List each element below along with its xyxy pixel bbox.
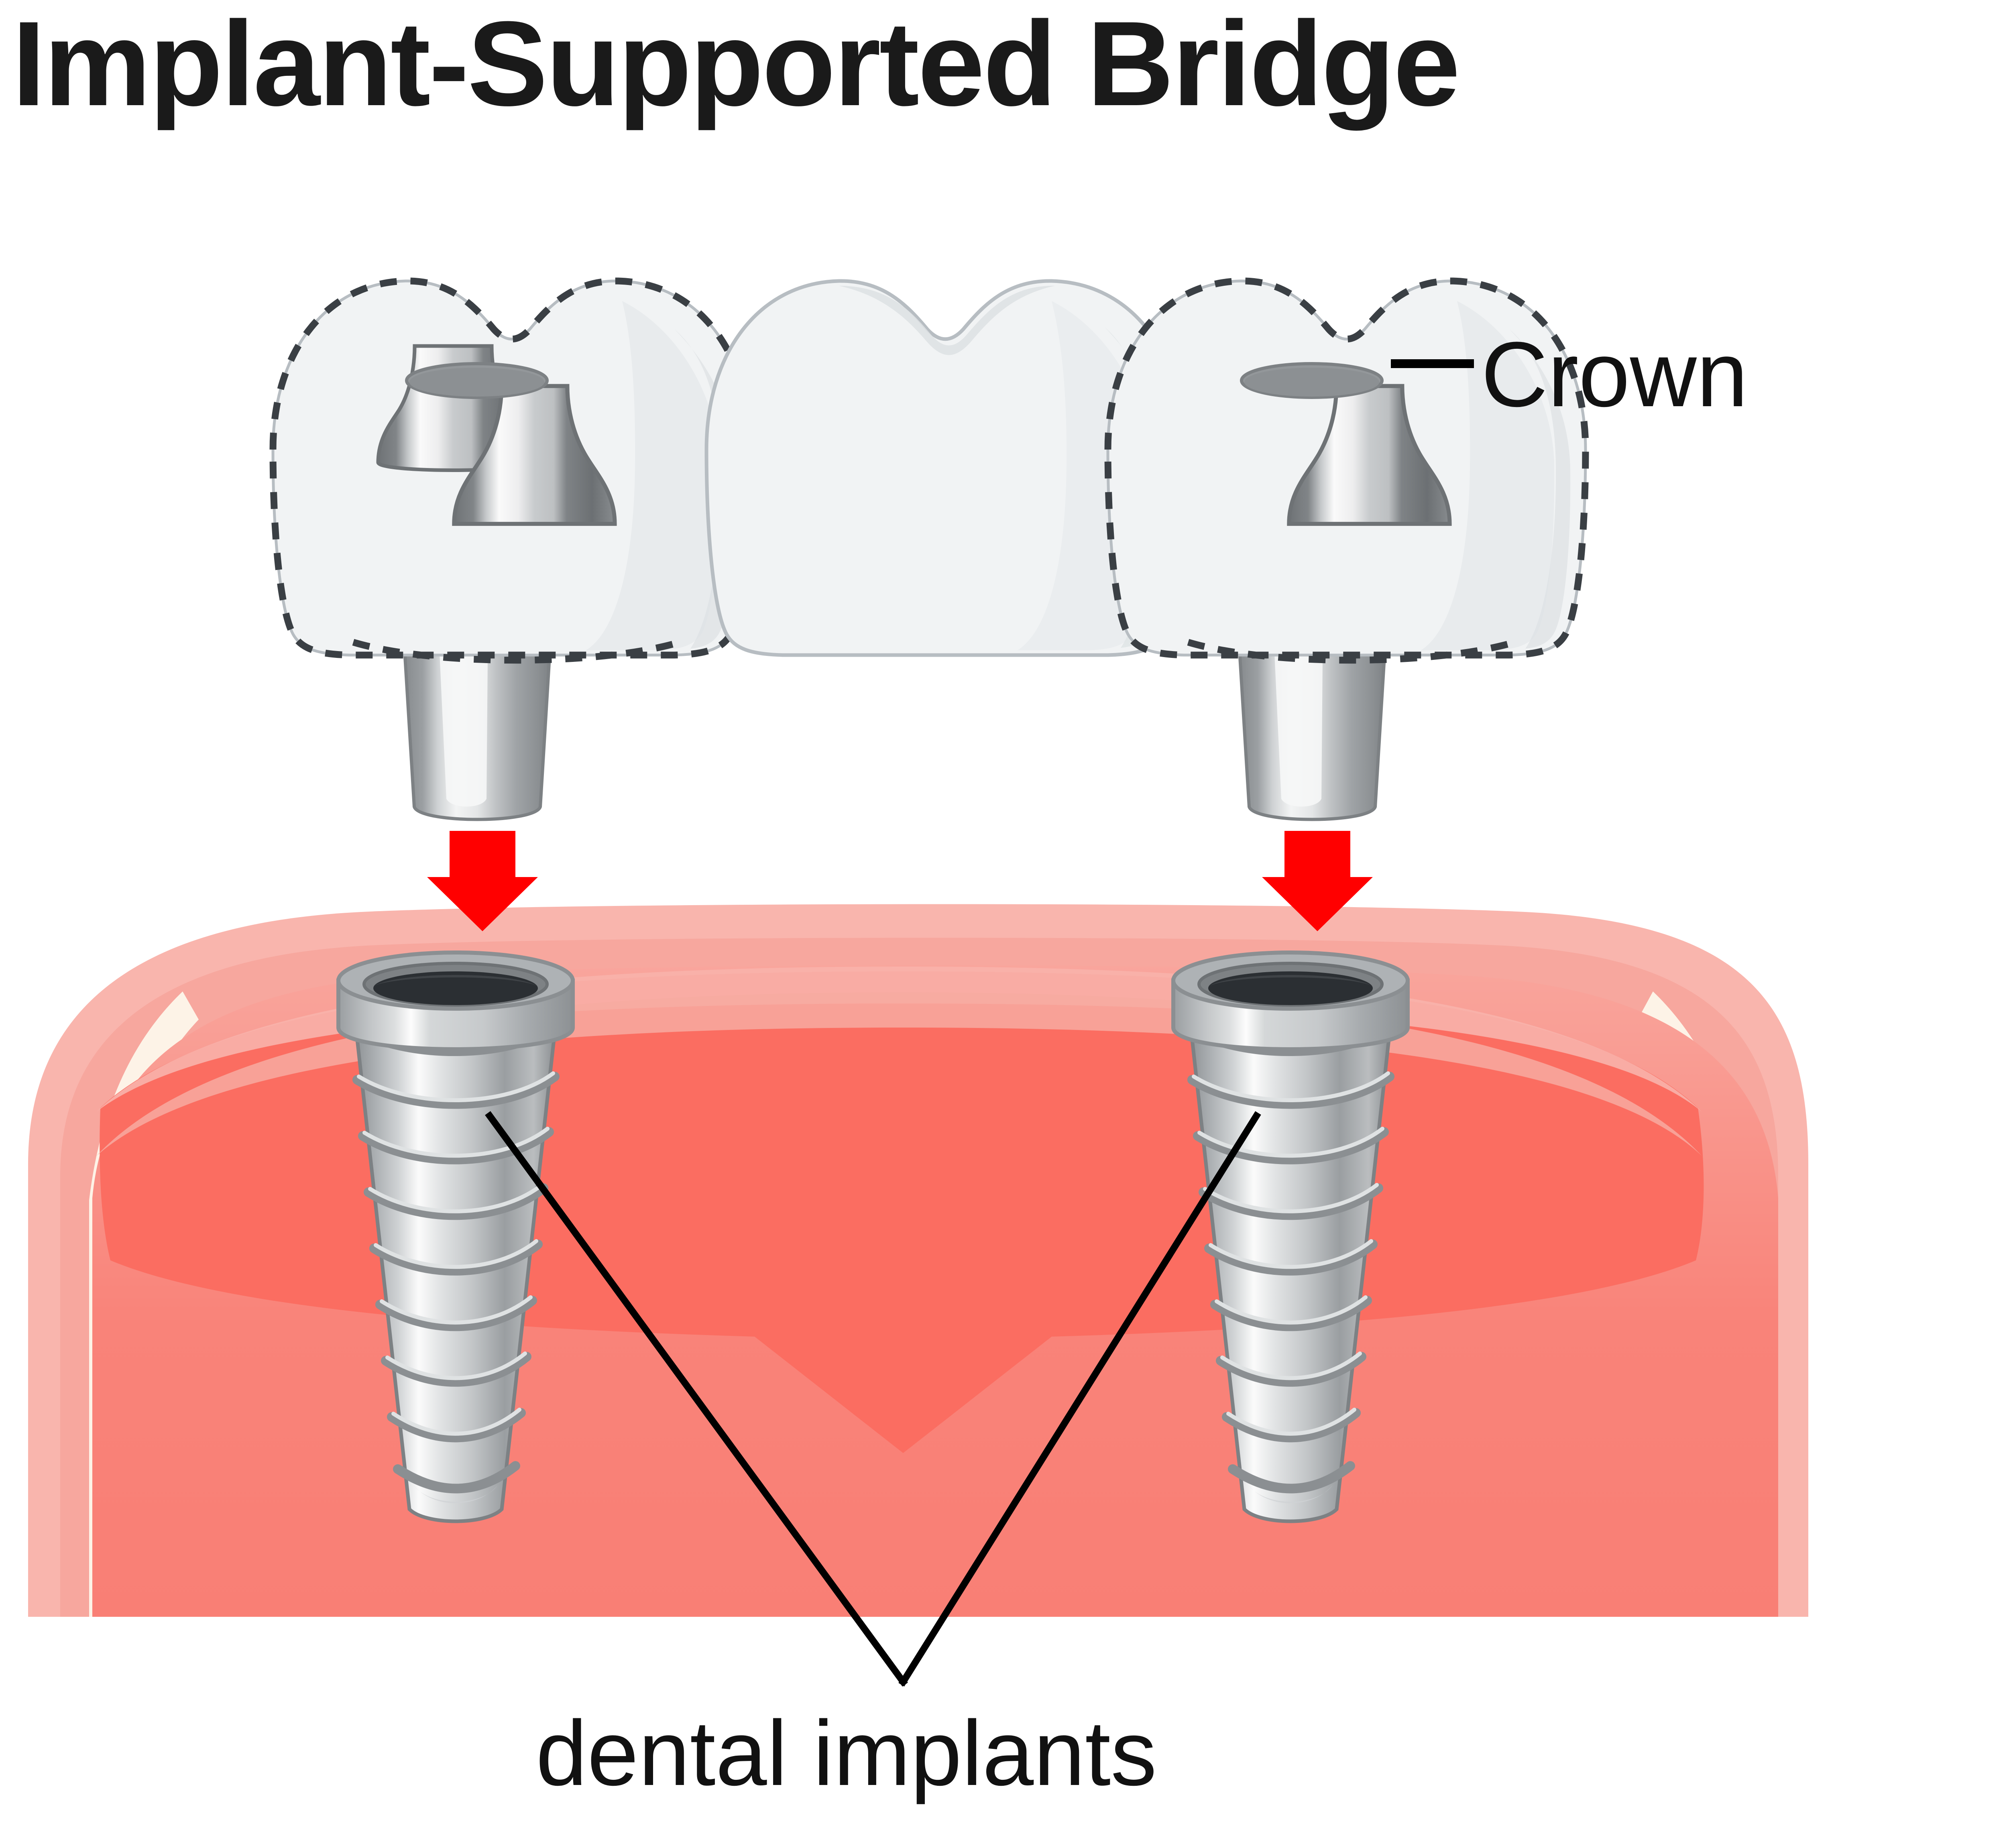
crown-bottom-dash-overlay xyxy=(352,638,1518,664)
implant-right-body xyxy=(1186,1001,1395,1523)
dental-implant-left xyxy=(336,950,575,1523)
placement-arrow-right xyxy=(1262,831,1373,931)
implant-right-bore xyxy=(1208,971,1373,1005)
implant-left-threads xyxy=(347,1020,565,1494)
abutment-right-flare xyxy=(1287,384,1452,526)
crown-right-inner-shade xyxy=(1421,301,1555,650)
page-title: Implant-Supported Bridge xyxy=(12,0,1460,131)
implant-left-bore-shade xyxy=(374,975,537,986)
implant-right-threads xyxy=(1182,1020,1400,1494)
abutment-right xyxy=(1240,362,1452,526)
abutment-left-flare xyxy=(452,384,617,526)
crown-label: Crown xyxy=(1481,323,1748,426)
implant-right-thread-highlights xyxy=(1186,1019,1396,1436)
implant-left-bore xyxy=(373,971,538,1005)
crown-right xyxy=(1108,281,1586,655)
dental-implant-right xyxy=(1171,950,1410,1523)
dental-implants-label: dental implants xyxy=(536,1701,1157,1805)
implant-right-tip xyxy=(1248,1485,1333,1503)
implant-right-bore-shade xyxy=(1209,975,1372,986)
abutment-right-top-disc-inner xyxy=(1244,368,1379,397)
placement-arrow-left xyxy=(427,831,538,931)
crown-left-bottom-dash xyxy=(352,638,684,664)
leader-left-implant xyxy=(485,1111,908,1687)
dental-implants-leader xyxy=(485,1111,1261,1687)
crown-right-bottom-dash xyxy=(1187,638,1518,664)
crown-right-inner-shade-2 xyxy=(1509,329,1571,649)
crown-middle-cusp-shadow xyxy=(839,285,1055,355)
implant-left-tip xyxy=(413,1485,498,1503)
crown-left-inner-shade xyxy=(586,301,720,650)
gum-group xyxy=(28,904,1808,1617)
placement-arrows xyxy=(427,831,1373,931)
abutment-left xyxy=(376,344,617,526)
implant-left-body xyxy=(351,1001,560,1523)
abutment-left-top-disc-inner xyxy=(409,368,544,397)
leader-right-implant xyxy=(898,1111,1261,1687)
